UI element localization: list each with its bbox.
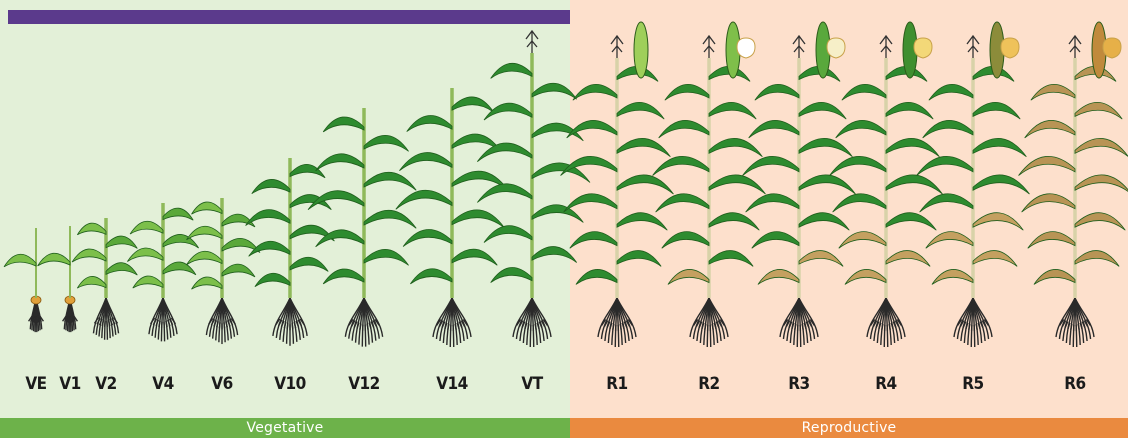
stage-label-v14: V14	[422, 374, 482, 394]
vegetative-panel	[0, 0, 570, 418]
kernel-icon	[827, 38, 845, 58]
stage-label-r3: R3	[769, 374, 829, 394]
stage-label-vt: VT	[502, 374, 562, 394]
vegetative-label: Vegetative	[0, 419, 570, 438]
stage-label-r1: R1	[587, 374, 647, 394]
stage-label-v4: V4	[133, 374, 193, 394]
stage-label-v10: V10	[260, 374, 320, 394]
stage-label-v2: V2	[76, 374, 136, 394]
kernel-icon	[1103, 38, 1121, 58]
reproductive-panel	[570, 0, 1128, 418]
stage-label-v12: V12	[334, 374, 394, 394]
kernel-icon	[1001, 38, 1019, 58]
kernel-icon	[737, 38, 755, 58]
stage-label-r4: R4	[856, 374, 916, 394]
stage-label-r2: R2	[679, 374, 739, 394]
top-purple-bar	[8, 10, 570, 24]
stage-label-v6: V6	[192, 374, 252, 394]
ear-icon	[634, 22, 648, 78]
kernel-icon	[914, 38, 932, 58]
reproductive-label: Reproductive	[570, 419, 1128, 438]
stage-label-r6: R6	[1045, 374, 1105, 394]
stage-label-r5: R5	[943, 374, 1003, 394]
